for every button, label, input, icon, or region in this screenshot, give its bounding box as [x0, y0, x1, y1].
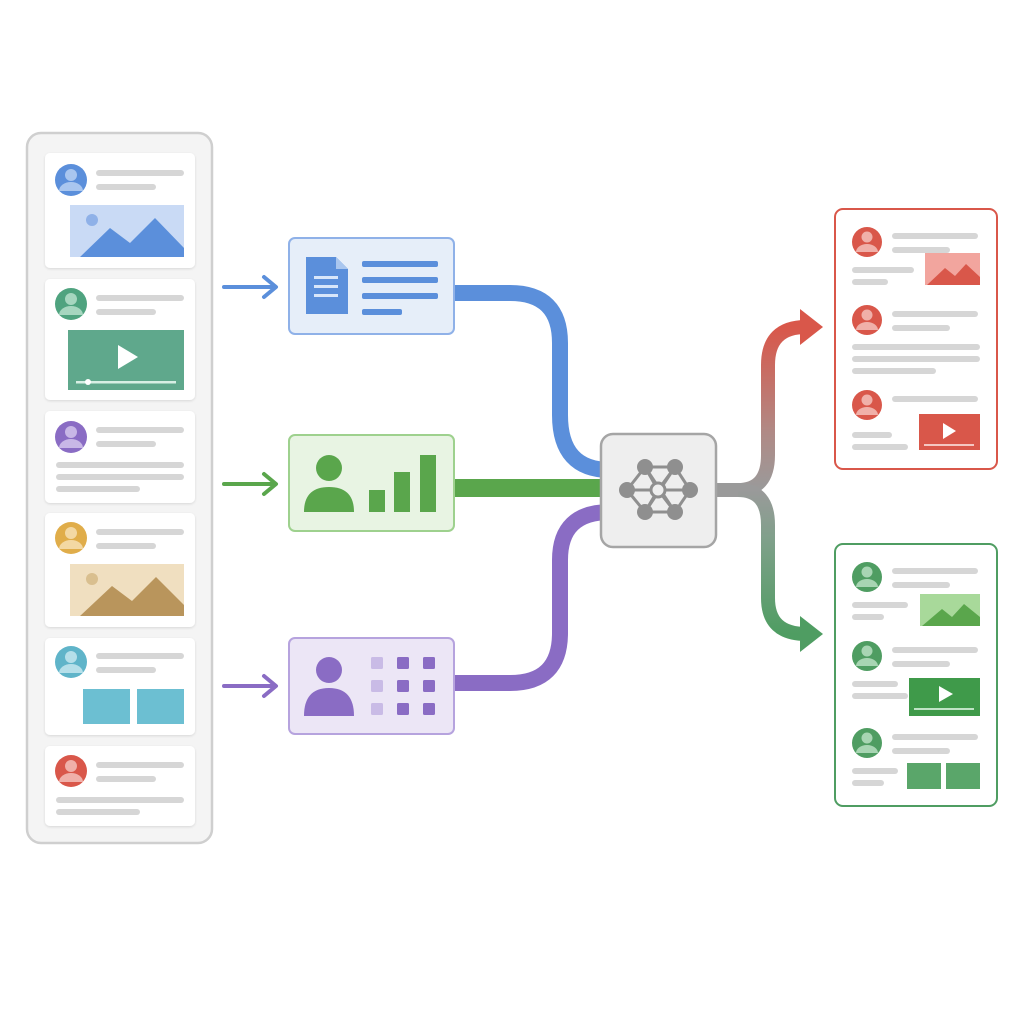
avatar [55, 288, 87, 320]
image-icon [70, 564, 184, 616]
arrow-head-icon [800, 616, 823, 652]
two-tiles-icon [83, 689, 184, 724]
arrow-right-icon [222, 472, 278, 496]
feed-panel [25, 131, 214, 845]
user-icon [304, 657, 354, 716]
connector-red [737, 309, 823, 497]
avatar [55, 522, 87, 554]
video-icon [909, 678, 980, 716]
arrow-head-icon [800, 309, 823, 345]
arrow-right-icon [222, 674, 278, 698]
signal-card-engagement[interactable] [288, 434, 455, 532]
avatar [55, 755, 87, 787]
avatar [852, 728, 882, 758]
video-icon [68, 330, 184, 390]
avatar [55, 646, 87, 678]
image-icon [920, 594, 980, 626]
arrow-right-icon [222, 275, 278, 299]
two-tiles-icon [907, 763, 980, 789]
connector-green-out [737, 483, 823, 652]
avatar [852, 390, 882, 420]
image-icon [925, 253, 980, 285]
connector-blue [454, 285, 611, 478]
avatar [852, 227, 882, 257]
user-icon [304, 455, 354, 512]
signal-card-content[interactable] [288, 237, 455, 335]
ranking-model-hub[interactable] [599, 432, 718, 549]
signal-card-user-profile[interactable] [288, 637, 455, 735]
image-icon [70, 205, 184, 257]
avatar [55, 164, 87, 196]
avatar [852, 305, 882, 335]
document-icon [306, 257, 348, 314]
bar-chart-icon [369, 455, 436, 512]
output-feed-red [834, 208, 998, 470]
avatar [852, 641, 882, 671]
avatar [55, 421, 87, 453]
video-icon [919, 414, 980, 450]
connector-purple [454, 504, 611, 691]
output-feed-green [834, 543, 998, 807]
grid-icon [371, 657, 435, 715]
avatar [852, 562, 882, 592]
